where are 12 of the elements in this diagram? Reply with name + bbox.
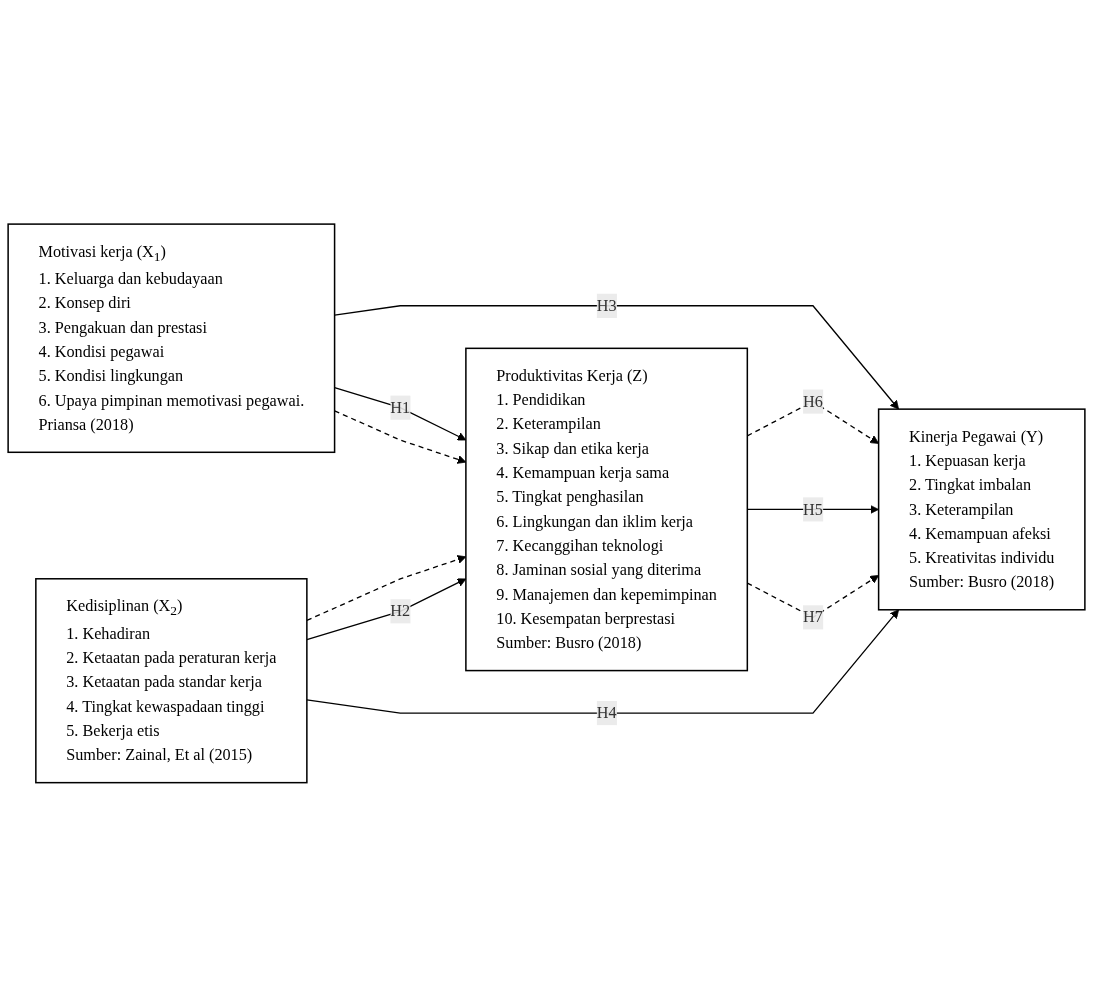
edge-label: H2 — [390, 602, 411, 620]
node-box: Motivasi kerja (X$_{1}$) 1. Keluarga dan kebudayaan 2. Konsep diri 3. Pengakuan dan prestasi 4. Kondisi pegawai 5. Kondisi lingkungan 6. Upaya pimpinan memotivasi pegawai. Priansa (2018) — [7, 223, 336, 454]
node-box: Produktivitas Kerja (Z) 1. Pendidikan 2. Keterampilan 3. Sikap dan etika kerja 4. Kemampuan kerja sama 5. Tingkat penghasilan 6. Lingkungan dan iklim kerja 7. Kecanggihan teknologi 8. Jaminan sosial yang diterima 9. Manajemen dan kepemimpinan 10. Kesempatan berprestasi Sumber: Busro (2018) — [465, 347, 749, 672]
edge-label: H7 — [803, 608, 823, 626]
edge-label: H4 — [596, 704, 617, 722]
arrow — [306, 609, 900, 714]
edge-label: H5 — [803, 500, 823, 518]
node-box: Kedisiplinan (X$_{2}$) 1. Kehadiran 2. Ketaatan pada peraturan kerja 3. Ketaatan pada standar kerja 4. Tingkat kewaspadaan tinggi 5. Bekerja etis Sumber: Zainal, Et al (2015) — [35, 578, 308, 784]
edge-label: H3 — [596, 296, 617, 314]
edge-label: H1 — [390, 398, 411, 416]
edge-label: H6 — [803, 392, 823, 410]
node-box: Kinerja Pegawai (Y) 1. Kepuasan kerja 2. Tingkat imbalan 3. Keterampilan 4. Kemampuan afeksi 5. Kreativitas individu Sumber: Busro (2018) — [877, 408, 1086, 611]
